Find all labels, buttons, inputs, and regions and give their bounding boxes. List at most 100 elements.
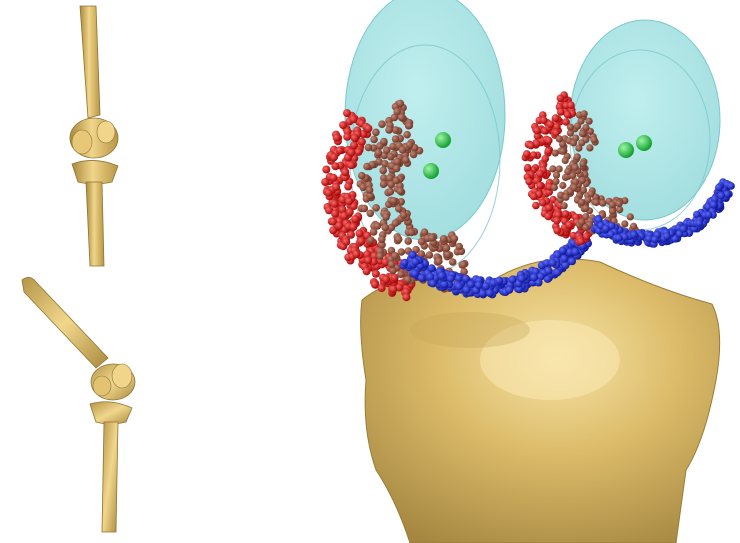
contact-point — [536, 182, 544, 190]
contact-point — [395, 235, 403, 243]
contact-point — [615, 234, 623, 242]
contact-point — [333, 134, 341, 142]
contact-point — [418, 274, 426, 282]
contact-point — [532, 202, 540, 210]
patella-icon — [112, 364, 132, 388]
contact-point — [403, 131, 411, 139]
contact-point — [530, 151, 538, 159]
femur-icon — [22, 277, 108, 368]
contact-point — [378, 120, 386, 128]
contact-point — [545, 137, 553, 145]
contact-point — [372, 129, 380, 137]
sphere-icon — [423, 163, 439, 179]
contact-point — [572, 164, 579, 171]
contact-point — [505, 286, 513, 294]
contact-point — [525, 178, 533, 186]
knee-contact-panel — [300, 0, 740, 543]
contact-point — [524, 164, 532, 172]
contact-point — [559, 247, 567, 255]
contact-point — [530, 193, 538, 201]
contact-point — [455, 282, 463, 290]
contact-point — [402, 293, 410, 301]
contact-point — [383, 146, 391, 154]
contact-point — [564, 111, 572, 119]
contact-point — [443, 244, 451, 252]
contact-point — [357, 237, 365, 245]
contact-point — [552, 150, 559, 157]
femur-icon — [80, 6, 100, 118]
contact-point — [375, 149, 383, 157]
contact-point — [397, 100, 405, 108]
contact-point — [372, 204, 380, 212]
contact-point — [398, 114, 406, 122]
contact-point — [397, 270, 405, 278]
contact-point — [358, 172, 366, 180]
contact-point — [523, 150, 531, 158]
contact-point — [428, 234, 436, 242]
contact-point — [361, 205, 369, 213]
contact-point — [372, 270, 380, 278]
contact-point — [347, 161, 355, 169]
contact-point — [581, 110, 588, 117]
contact-point — [574, 153, 581, 160]
contact-point — [344, 183, 352, 191]
contact-point — [463, 286, 471, 294]
sphere-icon — [618, 142, 634, 158]
contact-point — [402, 156, 410, 164]
contact-point — [408, 229, 416, 237]
contact-point — [385, 126, 393, 134]
contact-point — [710, 201, 718, 209]
contact-point — [560, 255, 568, 263]
contact-point — [358, 138, 366, 146]
contact-point — [544, 147, 552, 155]
contact-point — [380, 138, 388, 146]
contact-point — [391, 252, 399, 260]
contact-point — [371, 280, 379, 288]
contact-point — [547, 121, 555, 129]
contact-point — [568, 257, 576, 265]
contact-point — [411, 270, 419, 278]
contact-point — [545, 267, 553, 275]
contact-point — [680, 225, 688, 233]
contact-point — [579, 160, 586, 167]
contact-point — [331, 210, 339, 218]
contact-point — [336, 146, 344, 154]
contact-point — [370, 136, 378, 144]
contact-point — [389, 285, 397, 293]
contact-point — [395, 205, 403, 213]
contact-point — [542, 155, 550, 163]
contact-point — [364, 124, 372, 132]
contact-point — [574, 123, 581, 130]
contact-point — [400, 211, 408, 219]
contact-point — [509, 276, 517, 284]
contact-point — [561, 202, 568, 209]
contact-point — [460, 261, 468, 269]
contact-point — [356, 229, 364, 237]
contact-point — [556, 165, 563, 172]
contact-point — [567, 101, 575, 109]
contact-point — [343, 133, 351, 141]
contact-point — [553, 217, 561, 225]
contact-point — [428, 264, 436, 272]
contact-point — [355, 148, 363, 156]
extended-leg-illustration — [60, 0, 150, 268]
contact-point — [586, 118, 593, 125]
contact-point — [553, 227, 561, 235]
contact-point — [540, 116, 548, 124]
contact-point — [557, 94, 565, 102]
contact-point — [727, 182, 735, 190]
contact-point — [397, 187, 405, 195]
contact-point — [347, 148, 355, 156]
contact-point — [412, 258, 420, 266]
contact-point — [321, 178, 329, 186]
contact-point — [352, 250, 360, 258]
contact-point — [533, 127, 541, 135]
contact-point — [621, 220, 628, 227]
contact-point — [330, 153, 338, 161]
sphere-icon — [435, 132, 451, 148]
contact-point — [387, 188, 395, 196]
contact-point — [381, 224, 389, 232]
contact-point — [567, 124, 574, 131]
contact-point — [559, 182, 566, 189]
contact-point — [562, 157, 569, 164]
